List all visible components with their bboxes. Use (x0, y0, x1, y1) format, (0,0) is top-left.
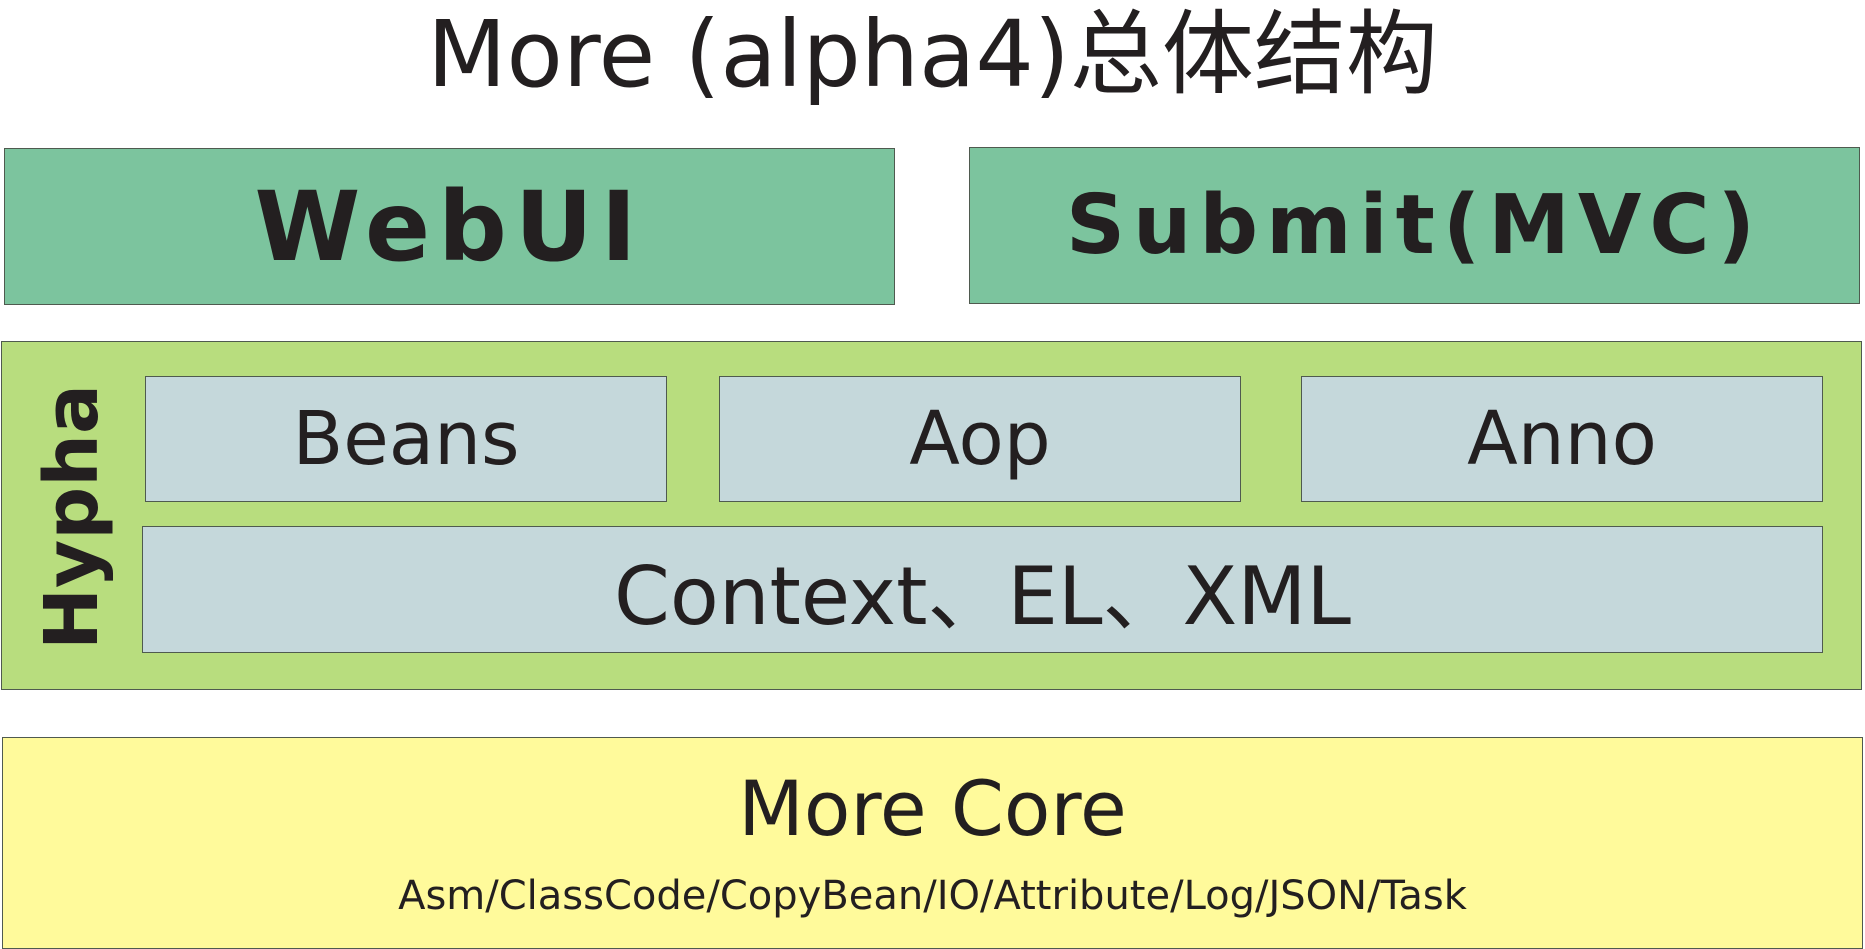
hypha-label: Hypha (29, 383, 116, 650)
context-el-xml-block: Context、EL、XML (142, 526, 1823, 653)
webui-label: WebUI (254, 170, 645, 283)
beans-block: Beans (145, 376, 667, 502)
aop-label: Aop (909, 396, 1051, 482)
submit-mvc-label: Submit(MVC) (1065, 178, 1764, 273)
context-el-xml-label: Context、EL、XML (614, 549, 1351, 643)
anno-label: Anno (1467, 396, 1657, 482)
hypha-label-container: Hypha (2, 342, 142, 691)
anno-block: Anno (1301, 376, 1823, 502)
beans-label: Beans (292, 396, 520, 482)
aop-block: Aop (719, 376, 1241, 502)
webui-block: WebUI (4, 148, 895, 305)
more-core-components: Asm/ClassCode/CopyBean/IO/Attribute/Log/… (398, 872, 1467, 919)
submit-mvc-block: Submit(MVC) (969, 147, 1860, 304)
more-core-title: More Core (738, 764, 1127, 854)
diagram-title: More (alpha4)总体结构 (427, 1, 1438, 108)
more-core-block: More Core Asm/ClassCode/CopyBean/IO/Attr… (2, 737, 1863, 949)
